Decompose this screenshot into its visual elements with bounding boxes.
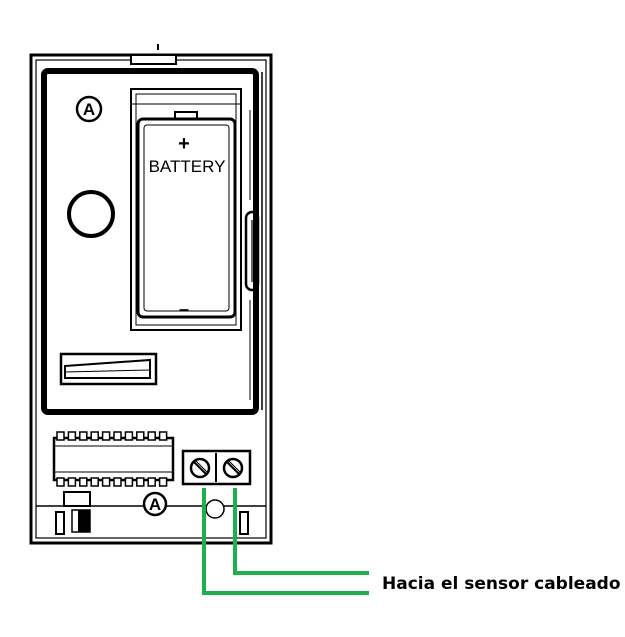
- terminal-pin: [101, 431, 111, 441]
- terminal-pin: [147, 477, 156, 487]
- terminal-strip: [52, 436, 175, 482]
- battery: + BATTERY –: [136, 111, 237, 319]
- marker-a-top: A: [75, 95, 103, 123]
- battery-plus-sign: +: [178, 133, 190, 155]
- screw-terminal-right: [222, 457, 244, 479]
- screw-terminal-left: [189, 457, 211, 479]
- terminal-pin: [113, 431, 122, 441]
- terminal-strip-pins-top: [56, 431, 168, 441]
- terminal-pin: [67, 431, 77, 441]
- terminal-strip-pins-bottom: [56, 477, 168, 487]
- terminal-pin: [90, 431, 99, 441]
- terminal-pin: [79, 431, 88, 441]
- terminal-pin: [136, 477, 145, 487]
- marker-a-bottom-letter: A: [149, 495, 161, 514]
- marker-a-bottom: A: [142, 491, 168, 517]
- battery-compartment-frame: [41, 68, 263, 415]
- tamper-switch: [55, 491, 249, 535]
- terminal-pin: [79, 477, 88, 487]
- terminal-pin: [136, 431, 145, 441]
- terminal-pin: [90, 477, 99, 487]
- bottom-screw-hole: [205, 499, 225, 519]
- device-housing: [29, 44, 273, 545]
- wire-callout-label: Hacia el sensor cableado: [382, 574, 621, 594]
- terminal-pin: [158, 477, 168, 487]
- terminal-pin: [56, 431, 65, 441]
- terminal-pin: [56, 477, 65, 487]
- mounting-hole: [67, 190, 115, 238]
- wire-left: [202, 488, 369, 595]
- slide-switch: [59, 352, 158, 386]
- terminal-pin: [124, 477, 134, 487]
- terminal-pin: [158, 431, 168, 441]
- terminal-pin: [147, 431, 156, 441]
- terminal-pin: [113, 477, 122, 487]
- marker-a-top-letter: A: [83, 100, 95, 119]
- terminal-pin: [101, 477, 111, 487]
- terminal-pin: [67, 477, 77, 487]
- wire-right: [233, 488, 369, 575]
- screw-terminal-block: [181, 449, 252, 486]
- terminal-pin: [124, 431, 134, 441]
- battery-label: BATTERY: [149, 157, 226, 176]
- battery-minus-sign: –: [179, 299, 189, 319]
- sensor-wires: [202, 488, 369, 595]
